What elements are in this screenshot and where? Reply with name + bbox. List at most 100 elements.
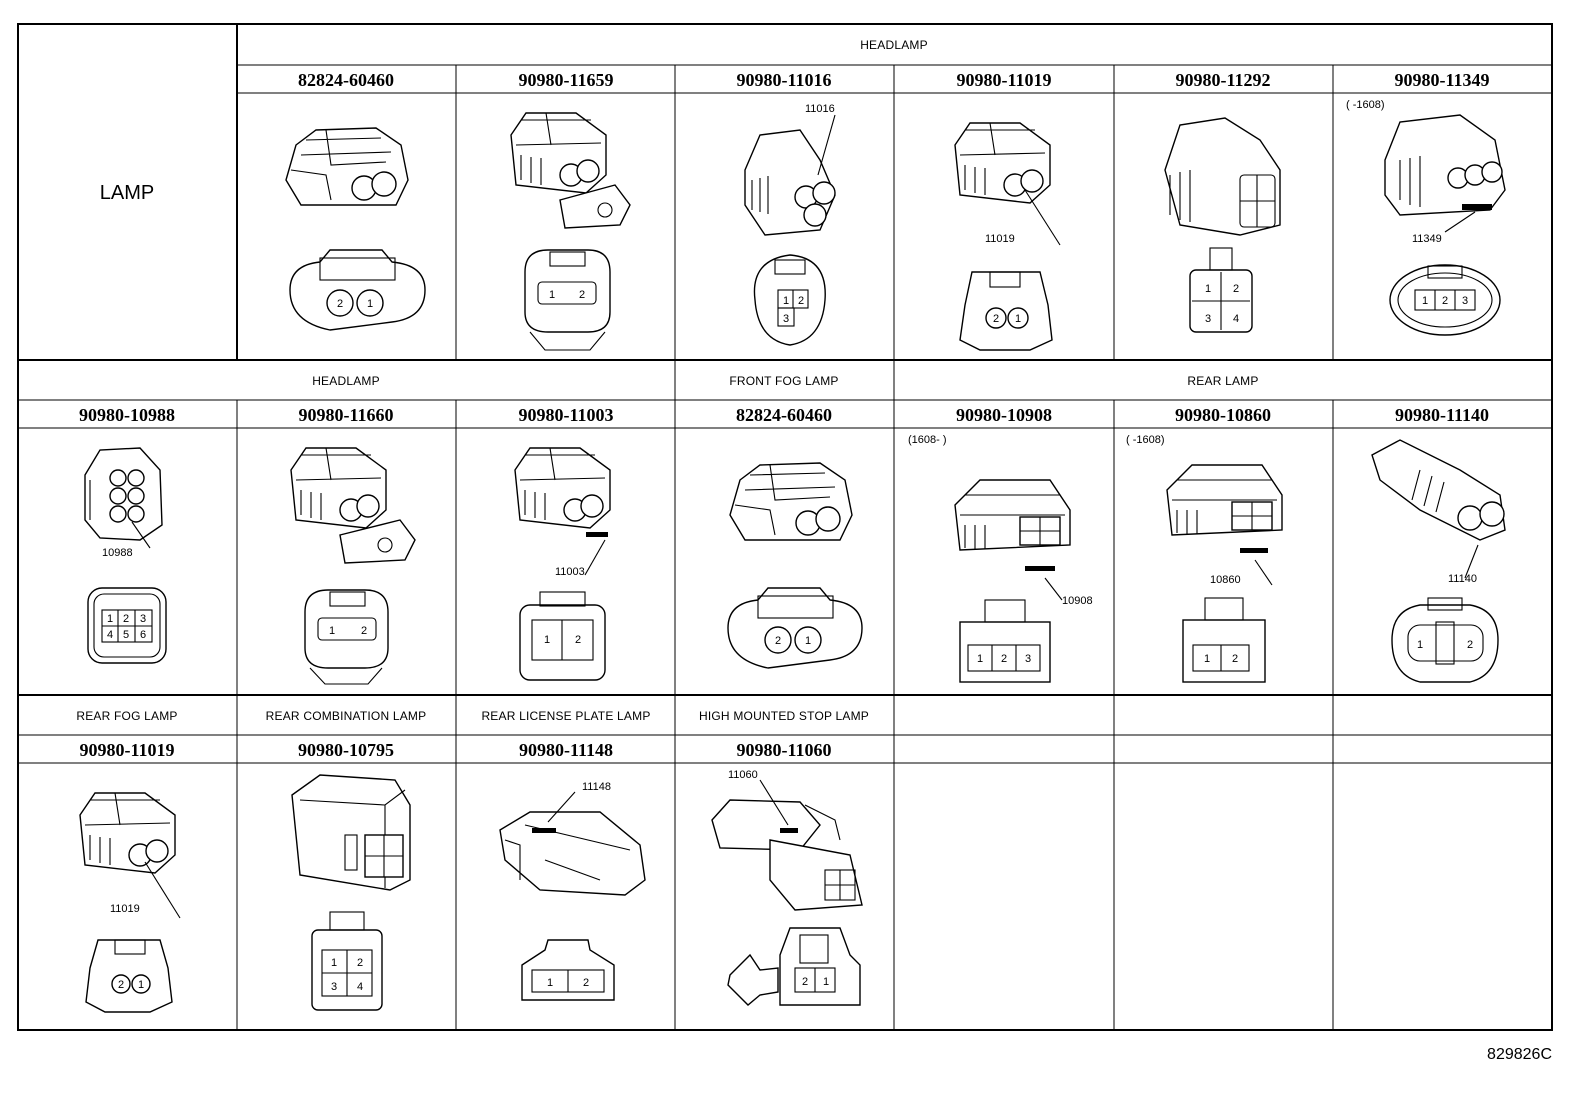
section-header-front-fog-lamp: FRONT FOG LAMP — [729, 374, 838, 388]
pin-label: 2 — [775, 635, 781, 647]
part-number: 90980-11019 — [79, 740, 174, 760]
part-number: 90980-11659 — [518, 70, 613, 90]
pin-label: 6 — [140, 629, 146, 641]
callout-label: 11019 — [985, 233, 1015, 245]
drawing-code: 829826C — [1487, 1046, 1552, 1063]
pin-label: 2 — [798, 295, 804, 307]
pin-label: 2 — [1232, 653, 1238, 665]
callout-label: 11019 — [110, 903, 140, 915]
pin-label: 3 — [140, 613, 146, 625]
callout-label: 11060 — [728, 769, 758, 781]
connector-drawing-90980-11016: 11016 1 2 3 — [744, 103, 836, 346]
connector-drawing-90980-11140: 11140 1 2 — [1371, 439, 1506, 683]
connector-drawing-90980-10795: 1 2 3 4 — [291, 774, 411, 1011]
pin-label: 3 — [783, 313, 789, 325]
callout-label: 11140 — [1448, 573, 1477, 585]
pin-label: 2 — [575, 634, 581, 646]
connector-drawing-82824-60460: 2 1 — [285, 127, 426, 331]
part-number: 90980-11349 — [1394, 70, 1489, 90]
pin-label: 1 — [1205, 283, 1211, 295]
pin-label: 2 — [357, 957, 363, 969]
callout-label: 11016 — [805, 103, 835, 115]
callout-label: 10988 — [102, 547, 133, 559]
pin-label: 1 — [805, 635, 811, 647]
part-number: 90980-11016 — [736, 70, 831, 90]
part-number: 90980-11060 — [736, 740, 831, 760]
pin-label: 3 — [1025, 653, 1031, 665]
connector-drawing-90980-11060: 11060 2 1 — [711, 769, 863, 1006]
pin-label: 2 — [583, 977, 589, 989]
connector-drawing-90980-11349: ( -1608) 11349 1 2 3 — [1346, 99, 1506, 336]
pin-label: 2 — [118, 979, 124, 991]
callout-label: 11003 — [555, 566, 585, 578]
connector-drawing-82824-60460-fog: 2 1 — [727, 462, 863, 669]
callout-label: 10860 — [1210, 574, 1241, 586]
grid — [17, 23, 1553, 1031]
section-header-high-mounted-stop-lamp: HIGH MOUNTED STOP LAMP — [699, 709, 869, 723]
pin-label: 2 — [1467, 639, 1473, 651]
connector-drawing-90980-11003: 11003 1 2 — [514, 447, 611, 681]
pin-label: 1 — [783, 295, 789, 307]
pin-label: 1 — [331, 957, 337, 969]
part-number: 90980-11292 — [1175, 70, 1270, 90]
part-number: 90980-11019 — [956, 70, 1051, 90]
pin-label: 1 — [547, 977, 553, 989]
connector-drawing-90980-10860: ( -1608) 10860 1 2 — [1126, 434, 1283, 683]
part-number: 82824-60460 — [298, 70, 394, 90]
callout-label: 11349 — [1412, 233, 1442, 245]
pin-label: 1 — [544, 634, 550, 646]
section-header-headlamp-1: HEADLAMP — [860, 38, 928, 52]
part-number: 90980-11148 — [519, 740, 613, 760]
connector-drawing-90980-11019: 11019 2 1 — [954, 122, 1061, 351]
part-number: 90980-10795 — [298, 740, 394, 760]
pin-label: 1 — [1417, 639, 1423, 651]
connector-drawing-90980-10908: (1608- ) 10908 1 2 3 — [908, 434, 1093, 683]
connector-drawing-90980-11148: 11148 1 2 — [499, 781, 646, 1001]
pin-label: 1 — [1015, 313, 1021, 325]
note-label: ( -1608) — [1126, 434, 1165, 446]
pin-label: 4 — [107, 629, 113, 641]
pin-label: 2 — [579, 289, 585, 301]
pin-label: 4 — [1233, 313, 1239, 325]
pin-label: 5 — [123, 629, 129, 641]
pin-label: 1 — [977, 653, 983, 665]
note-label: (1608- ) — [908, 434, 947, 446]
pin-label: 2 — [1442, 295, 1448, 307]
connector-drawing-90980-10988: 10988 1 2 3 4 5 6 — [84, 447, 167, 664]
corner-label: LAMP — [100, 182, 154, 204]
pin-label: 2 — [361, 625, 367, 637]
section-header-headlamp-2: HEADLAMP — [312, 374, 380, 388]
pin-label: 4 — [357, 981, 363, 993]
pin-label: 2 — [993, 313, 999, 325]
part-number: 90980-10860 — [1175, 405, 1271, 425]
connector-drawing-90980-11659: 1 2 — [510, 112, 631, 351]
section-header-rear-lamp: REAR LAMP — [1187, 374, 1258, 388]
pin-label: 3 — [1205, 313, 1211, 325]
section-header-rear-combination-lamp: REAR COMBINATION LAMP — [266, 709, 427, 723]
part-number: 90980-10988 — [79, 405, 175, 425]
callout-label: 10908 — [1062, 595, 1093, 607]
pin-label: 2 — [337, 298, 343, 310]
pin-label: 2 — [802, 976, 808, 988]
part-number: 90980-11140 — [1395, 405, 1489, 425]
pin-label: 2 — [123, 613, 129, 625]
pin-label: 1 — [1422, 295, 1428, 307]
connector-drawing-90980-11019-rear-fog: 11019 2 1 — [79, 792, 181, 1013]
callout-label: 11148 — [582, 781, 611, 793]
section-header-rear-fog-lamp: REAR FOG LAMP — [76, 709, 177, 723]
section-header-rear-license-plate-lamp: REAR LICENSE PLATE LAMP — [481, 709, 650, 723]
note-label: ( -1608) — [1346, 99, 1385, 111]
pin-label: 1 — [823, 976, 829, 988]
part-number: 82824-60460 — [736, 405, 832, 425]
part-number: 90980-11003 — [518, 405, 613, 425]
pin-label: 1 — [1204, 653, 1210, 665]
pin-label: 1 — [138, 979, 144, 991]
part-number: 90980-10908 — [956, 405, 1052, 425]
pin-label: 1 — [107, 613, 113, 625]
pin-label: 1 — [549, 289, 555, 301]
pin-label: 2 — [1233, 283, 1239, 295]
pin-label: 3 — [331, 981, 337, 993]
pin-label: 1 — [329, 625, 335, 637]
pin-label: 1 — [367, 298, 373, 310]
